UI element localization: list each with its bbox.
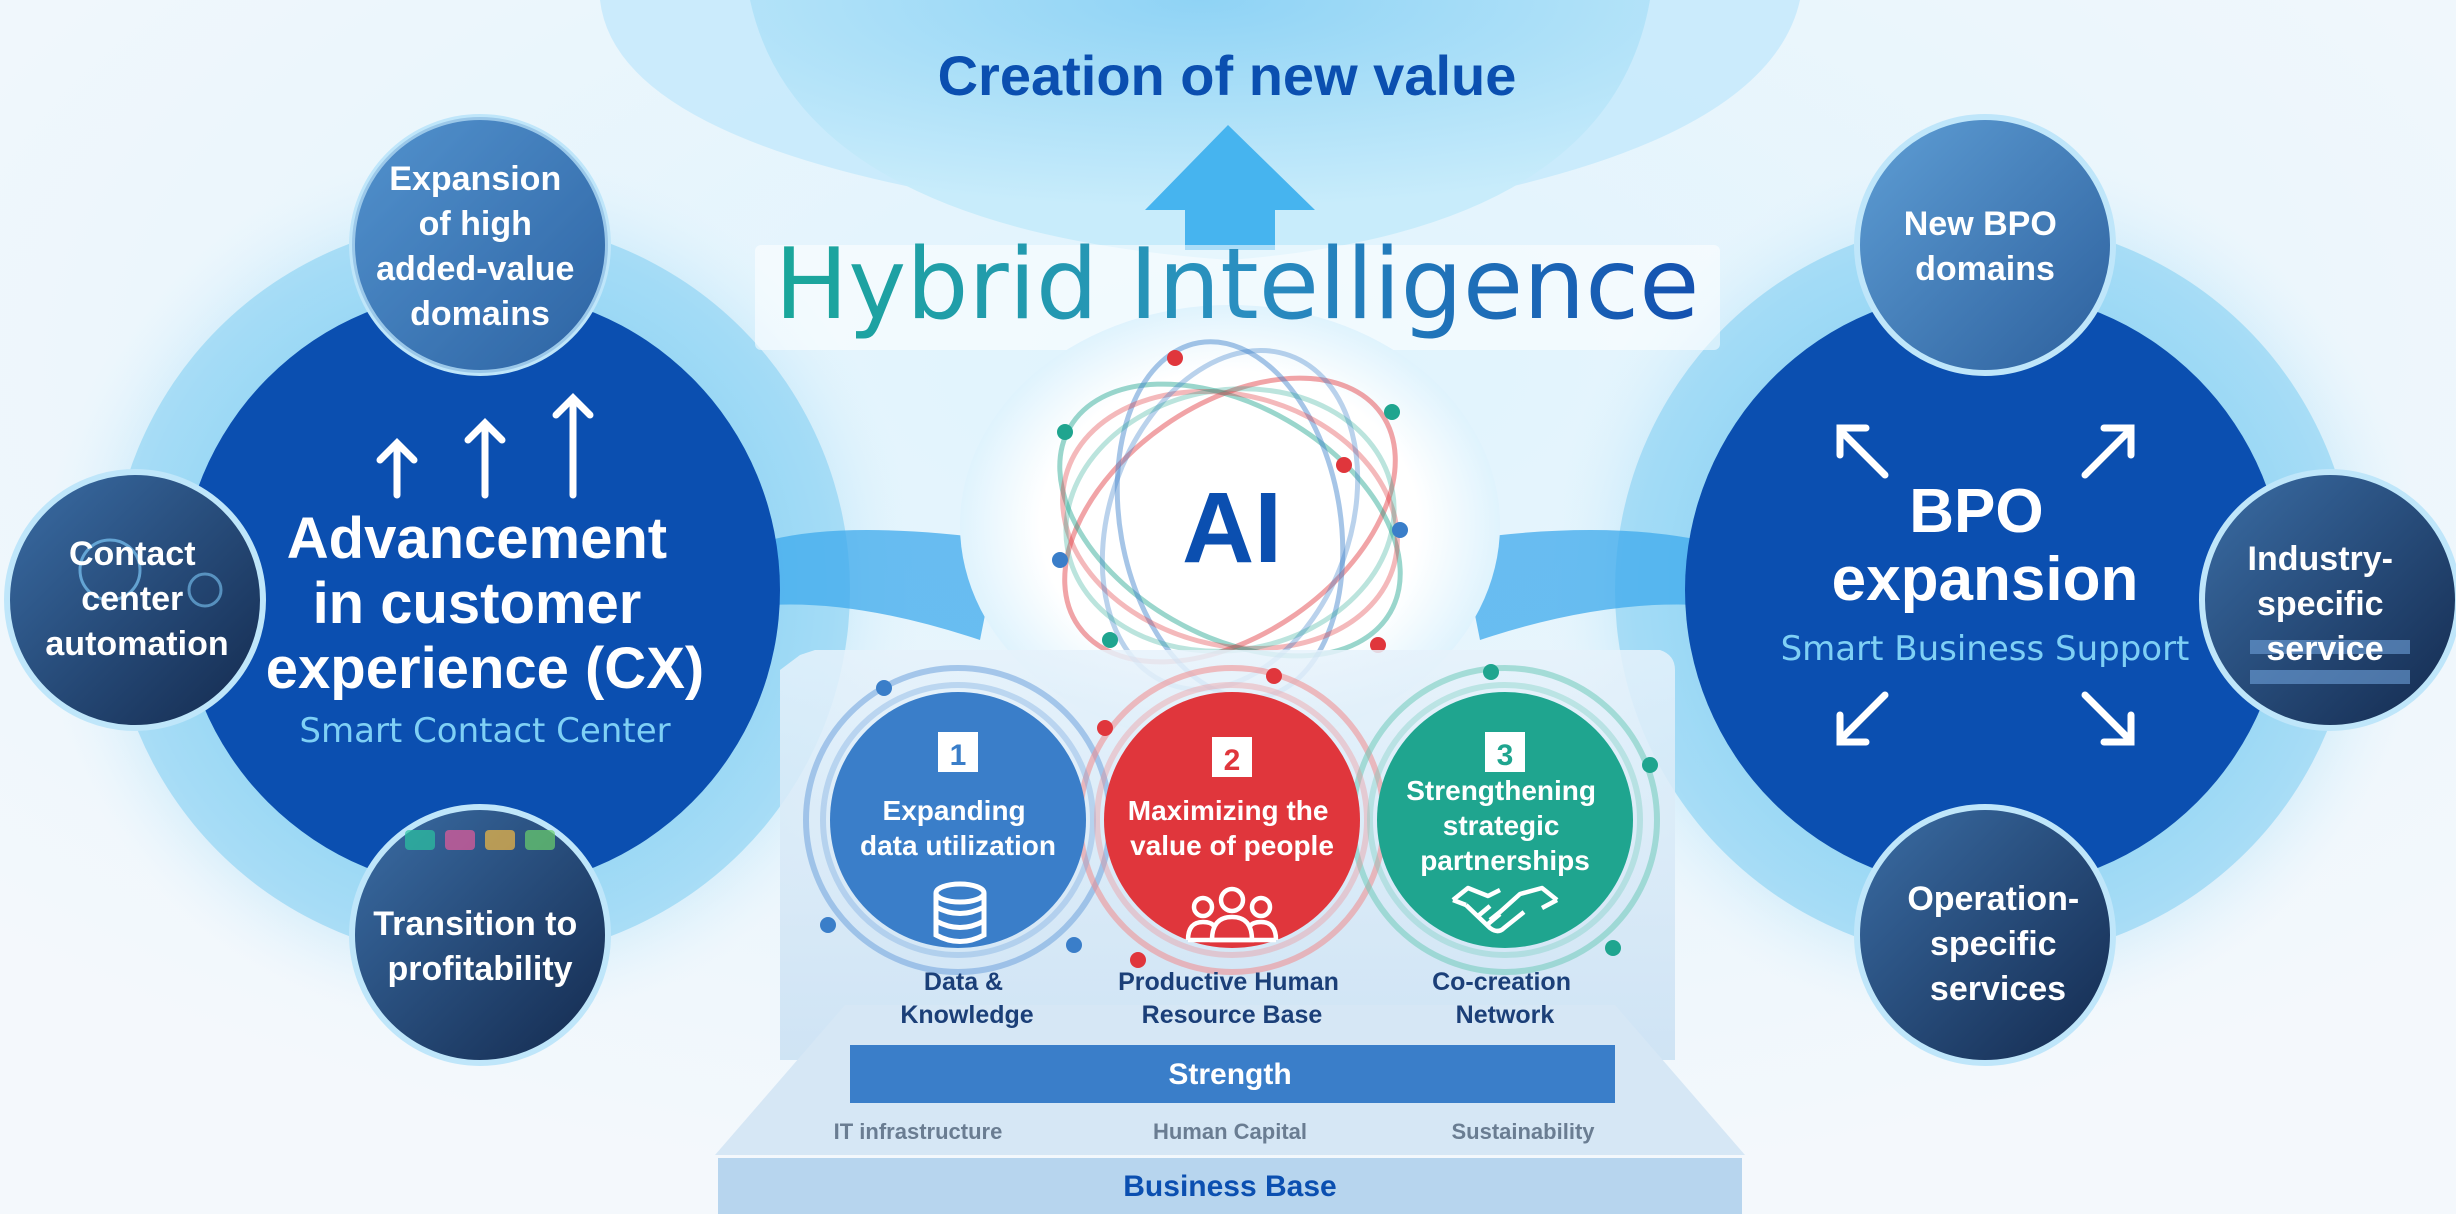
strength-bar <box>850 1045 1615 1103</box>
pillar-ring-nodes <box>820 664 1658 968</box>
pillar-2-disc <box>1104 692 1360 948</box>
ai-label: AI <box>1182 472 1282 584</box>
people-icon <box>1185 886 1279 943</box>
left-subtitle: Smart Contact Center <box>299 711 670 751</box>
ai-core-glow <box>960 305 1500 745</box>
base-item-it: IT infrastructure <box>834 1119 1003 1144</box>
business-base-bar <box>718 1158 1742 1214</box>
pillar-2-number: 2 <box>1224 744 1241 777</box>
business-base-label: Business Base <box>1123 1170 1336 1203</box>
left-satellite-mid-label: Contact center automation <box>45 535 228 663</box>
ai-orbit-nodes <box>1052 350 1408 653</box>
up-arrow <box>1145 125 1315 250</box>
growth-arrows-icon <box>376 393 594 499</box>
hybrid-band <box>755 245 1720 350</box>
base-item-human-capital: Human Capital <box>1153 1119 1307 1144</box>
pillar-1-number: 1 <box>950 739 967 772</box>
right-main-circle <box>1685 290 2285 890</box>
right-subtitle: Smart Business Support <box>1781 629 2190 669</box>
pillar-1-disc <box>830 692 1086 948</box>
satellite-expansion <box>349 114 611 376</box>
pillar-3-title: Strengthening strategic partnerships <box>1406 775 1604 876</box>
pillar-3-number: 3 <box>1497 739 1514 772</box>
left-satellite-bottom-label: Transition to profitability <box>373 905 586 988</box>
right-satellite-top-label: New BPO domains <box>1904 205 2067 288</box>
top-dome <box>600 0 1800 260</box>
satellite-contact-center <box>4 469 266 731</box>
satellite-operation <box>1854 804 2116 1066</box>
strength-label: Strength <box>1168 1058 1291 1091</box>
pillar-3-caption: Co-creation Network <box>1432 968 1578 1029</box>
left-satellite-top-label: Expansion of high added-value domains <box>376 160 584 333</box>
pillar-1-badge <box>938 732 978 772</box>
pillar-3-badge <box>1485 732 1525 772</box>
ai-orbits <box>1057 339 1403 701</box>
handshake-icon <box>1451 885 1559 934</box>
pillar-1-title: Expanding data utilization <box>860 795 1056 861</box>
satellite-industry <box>2199 469 2456 731</box>
database-icon <box>933 881 987 944</box>
pillar-2-caption: Productive Human Resource Base <box>1118 968 1346 1029</box>
right-satellite-bottom-label: Operation- specific services <box>1907 880 2088 1008</box>
left-main-circle <box>180 290 780 890</box>
right-satellite-mid-label: Industry- specific service <box>2248 540 2403 668</box>
expand-arrows-icon <box>1836 424 2135 746</box>
main-title: Creation of new value <box>938 44 1517 107</box>
pillar-3-disc <box>1377 692 1633 948</box>
base-item-sustainability: Sustainability <box>1451 1119 1595 1144</box>
pillar-1-caption: Data & Knowledge <box>900 968 1033 1029</box>
left-title: Advancement in customer experience (CX) <box>266 506 704 701</box>
satellite-profitability <box>349 804 611 1066</box>
satellite-new-bpo <box>1854 114 2116 376</box>
hybrid-intelligence-headline: Hybrid Intelligence <box>775 228 1700 342</box>
pillar-2-badge <box>1212 737 1252 777</box>
right-title: BPO expansion <box>1832 477 2139 614</box>
pillar-2-title: Maximizing the value of people <box>1128 795 1336 861</box>
